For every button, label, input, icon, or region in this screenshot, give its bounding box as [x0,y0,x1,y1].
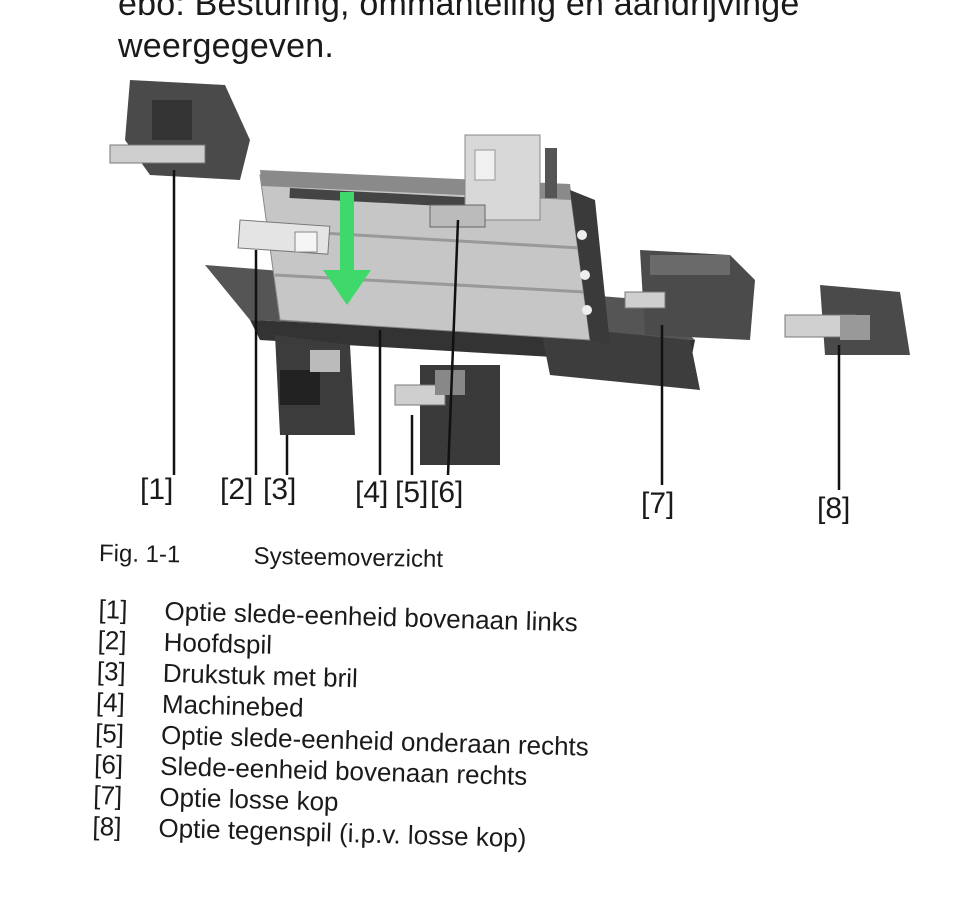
callout-4: [4] [355,476,389,509]
intro-text: ebo: Besturing, ommanteling en aandrijvi… [118,0,799,64]
figure-caption: Fig. 1-1 Systeemoverzicht [98,540,444,574]
green-arrow-head [323,270,371,305]
callout-3: [3] [263,473,297,506]
legend-list: [1]Optie slede-eenheid bovenaan links [2… [92,594,593,856]
machine-bed-right [540,325,700,390]
callout-5: [5] [395,476,429,509]
figure-title: Systeemoverzicht [253,542,444,574]
callout-7: [7] [641,487,675,520]
intro-line-1: ebo: Besturing, ommanteling en aandrijvi… [118,0,800,23]
system-overview-figure [109,80,910,490]
callout-8: [8] [817,492,851,525]
callout-6: [6] [430,476,464,509]
callout-1: [1] [140,473,174,506]
main-body-right-face [570,190,610,345]
figure-number: Fig. 1-1 [98,540,181,569]
green-arrow-shaft [340,192,354,272]
intro-line-2: weergegeven. [118,27,334,65]
callout-2: [2] [220,473,254,506]
leader-6 [446,219,460,476]
